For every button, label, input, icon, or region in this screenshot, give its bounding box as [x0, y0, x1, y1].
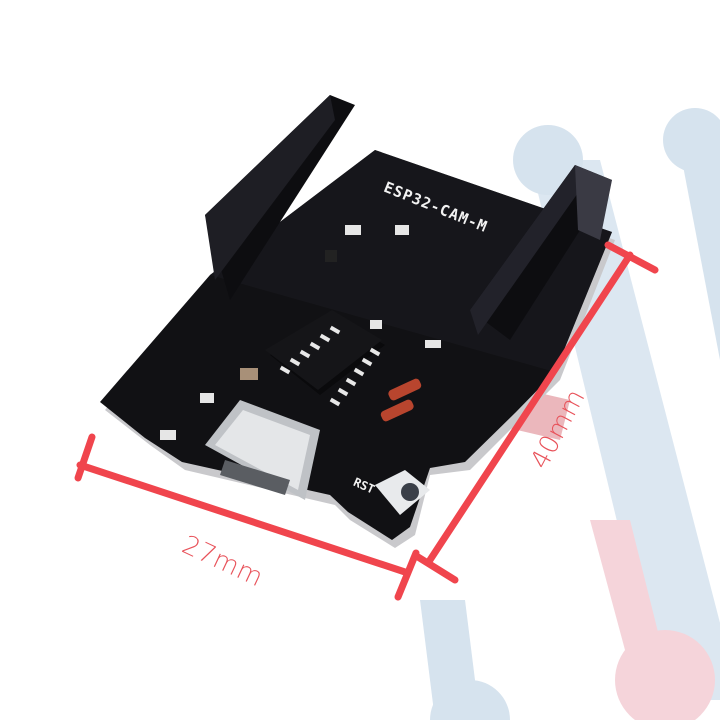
dimension-lines: [74, 241, 659, 601]
left-pin-header: [205, 95, 355, 300]
right-pin-header: [470, 165, 612, 340]
rst-button: [375, 470, 430, 515]
glass-diodes: [380, 378, 422, 422]
smd-components: [160, 225, 441, 440]
micro-usb-connector: [205, 400, 320, 500]
soic-ic-chip: [265, 310, 385, 407]
